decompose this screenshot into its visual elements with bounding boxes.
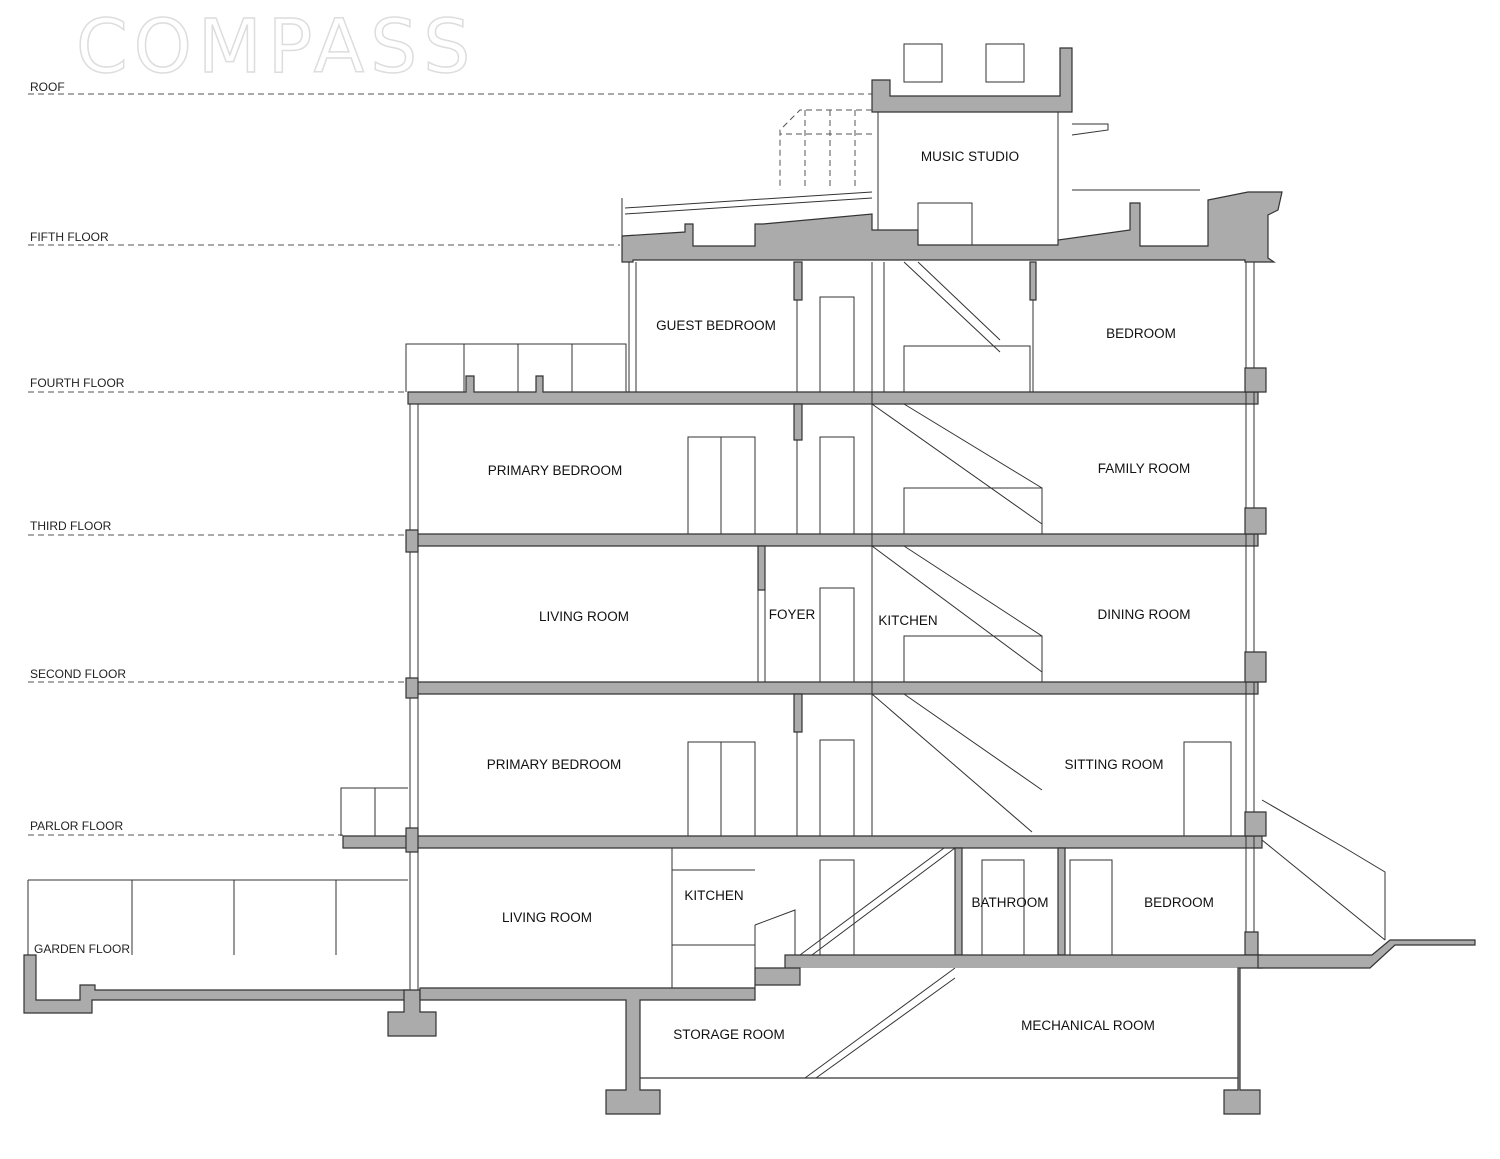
interior-walls: [757, 262, 1034, 836]
level-labels: ROOF FIFTH FLOOR FOURTH FLOOR THIRD FLOO…: [30, 80, 130, 956]
room-label-dining-room: DINING ROOM: [1098, 607, 1191, 622]
level-label-fourth: FOURTH FLOOR: [30, 376, 125, 390]
level-label-roof: ROOF: [30, 80, 65, 94]
room-label-family-room: FAMILY ROOM: [1098, 461, 1191, 476]
door: [819, 296, 855, 393]
fourth-floor-slab: [407, 375, 1259, 405]
room-label-primary-bedroom-third: PRIMARY BEDROOM: [488, 463, 623, 478]
door: [1183, 741, 1232, 837]
roof-slab: [871, 47, 1073, 113]
areaway-stair: [1261, 799, 1386, 941]
door: [819, 739, 855, 837]
compass-watermark-logo: COMPASS: [76, 4, 476, 90]
terrace-railing: [405, 343, 627, 392]
garden-floor-slab: [419, 954, 1263, 1115]
studio-walls: [877, 112, 1109, 240]
fifth-floor-slab: [621, 191, 1283, 263]
facade-piers-left: [405, 529, 419, 853]
level-label-second: SECOND FLOOR: [30, 667, 126, 681]
room-label-sitting-room: SITTING ROOM: [1065, 757, 1164, 772]
door: [819, 436, 855, 535]
room-label-bathroom: BATHROOM: [972, 895, 1049, 910]
foyer-wall: [757, 545, 766, 591]
level-lines: [28, 93, 880, 836]
room-label-bedroom-fourth: BEDROOM: [1106, 326, 1176, 341]
room-label-kitchen-second: KITCHEN: [878, 613, 937, 628]
room-label-foyer: FOYER: [769, 607, 816, 622]
room-label-music-studio: MUSIC STUDIO: [921, 149, 1019, 164]
room-labels: MUSIC STUDIO GUEST BEDROOM BEDROOM PRIMA…: [487, 149, 1214, 1042]
room-label-bedroom-garden: BEDROOM: [1144, 895, 1214, 910]
room-label-primary-bedroom-parlor: PRIMARY BEDROOM: [487, 757, 622, 772]
garden-pergola: [27, 879, 408, 955]
room-label-guest-bedroom: GUEST BEDROOM: [656, 318, 776, 333]
room-label-mechanical-room: MECHANICAL ROOM: [1021, 1018, 1155, 1033]
stair-treads: [903, 487, 1043, 535]
level-label-third: THIRD FLOOR: [30, 519, 112, 533]
facade-lines: [409, 262, 1255, 990]
door: [819, 859, 855, 956]
parlor-floor-slab: [342, 835, 1263, 849]
level-label-fifth: FIFTH FLOOR: [30, 230, 109, 244]
rooftop-unit: [903, 43, 943, 83]
level-label-parlor: PARLOR FLOOR: [30, 819, 123, 833]
doors: [687, 296, 1232, 956]
roof-rails: [621, 189, 1200, 250]
studio-stair: [917, 202, 973, 246]
door: [1069, 859, 1113, 956]
second-floor-slab: [407, 681, 1259, 695]
stair-treads: [903, 345, 1031, 393]
room-label-kitchen-garden: KITCHEN: [684, 888, 743, 903]
partition-walls: [793, 261, 1037, 733]
facade-piers: [1244, 367, 1267, 956]
kitchen-walls: [671, 848, 755, 990]
third-floor-slab: [407, 533, 1259, 547]
room-label-living-room-garden: LIVING ROOM: [502, 910, 592, 925]
dashed-bulkhead: [779, 109, 872, 190]
door: [819, 587, 855, 683]
level-label-garden: GARDEN FLOOR: [34, 942, 130, 956]
stairs: [640, 261, 1043, 1079]
structure: [23, 43, 1476, 1115]
rooftop-unit: [985, 43, 1025, 83]
areaway-slab: [1257, 939, 1476, 969]
room-label-living-room-second: LIVING ROOM: [539, 609, 629, 624]
stair-treads: [903, 635, 1043, 683]
room-label-storage-room: STORAGE ROOM: [673, 1027, 785, 1042]
garden-slab: [23, 954, 409, 1014]
parlor-balcony-rail: [340, 787, 408, 836]
